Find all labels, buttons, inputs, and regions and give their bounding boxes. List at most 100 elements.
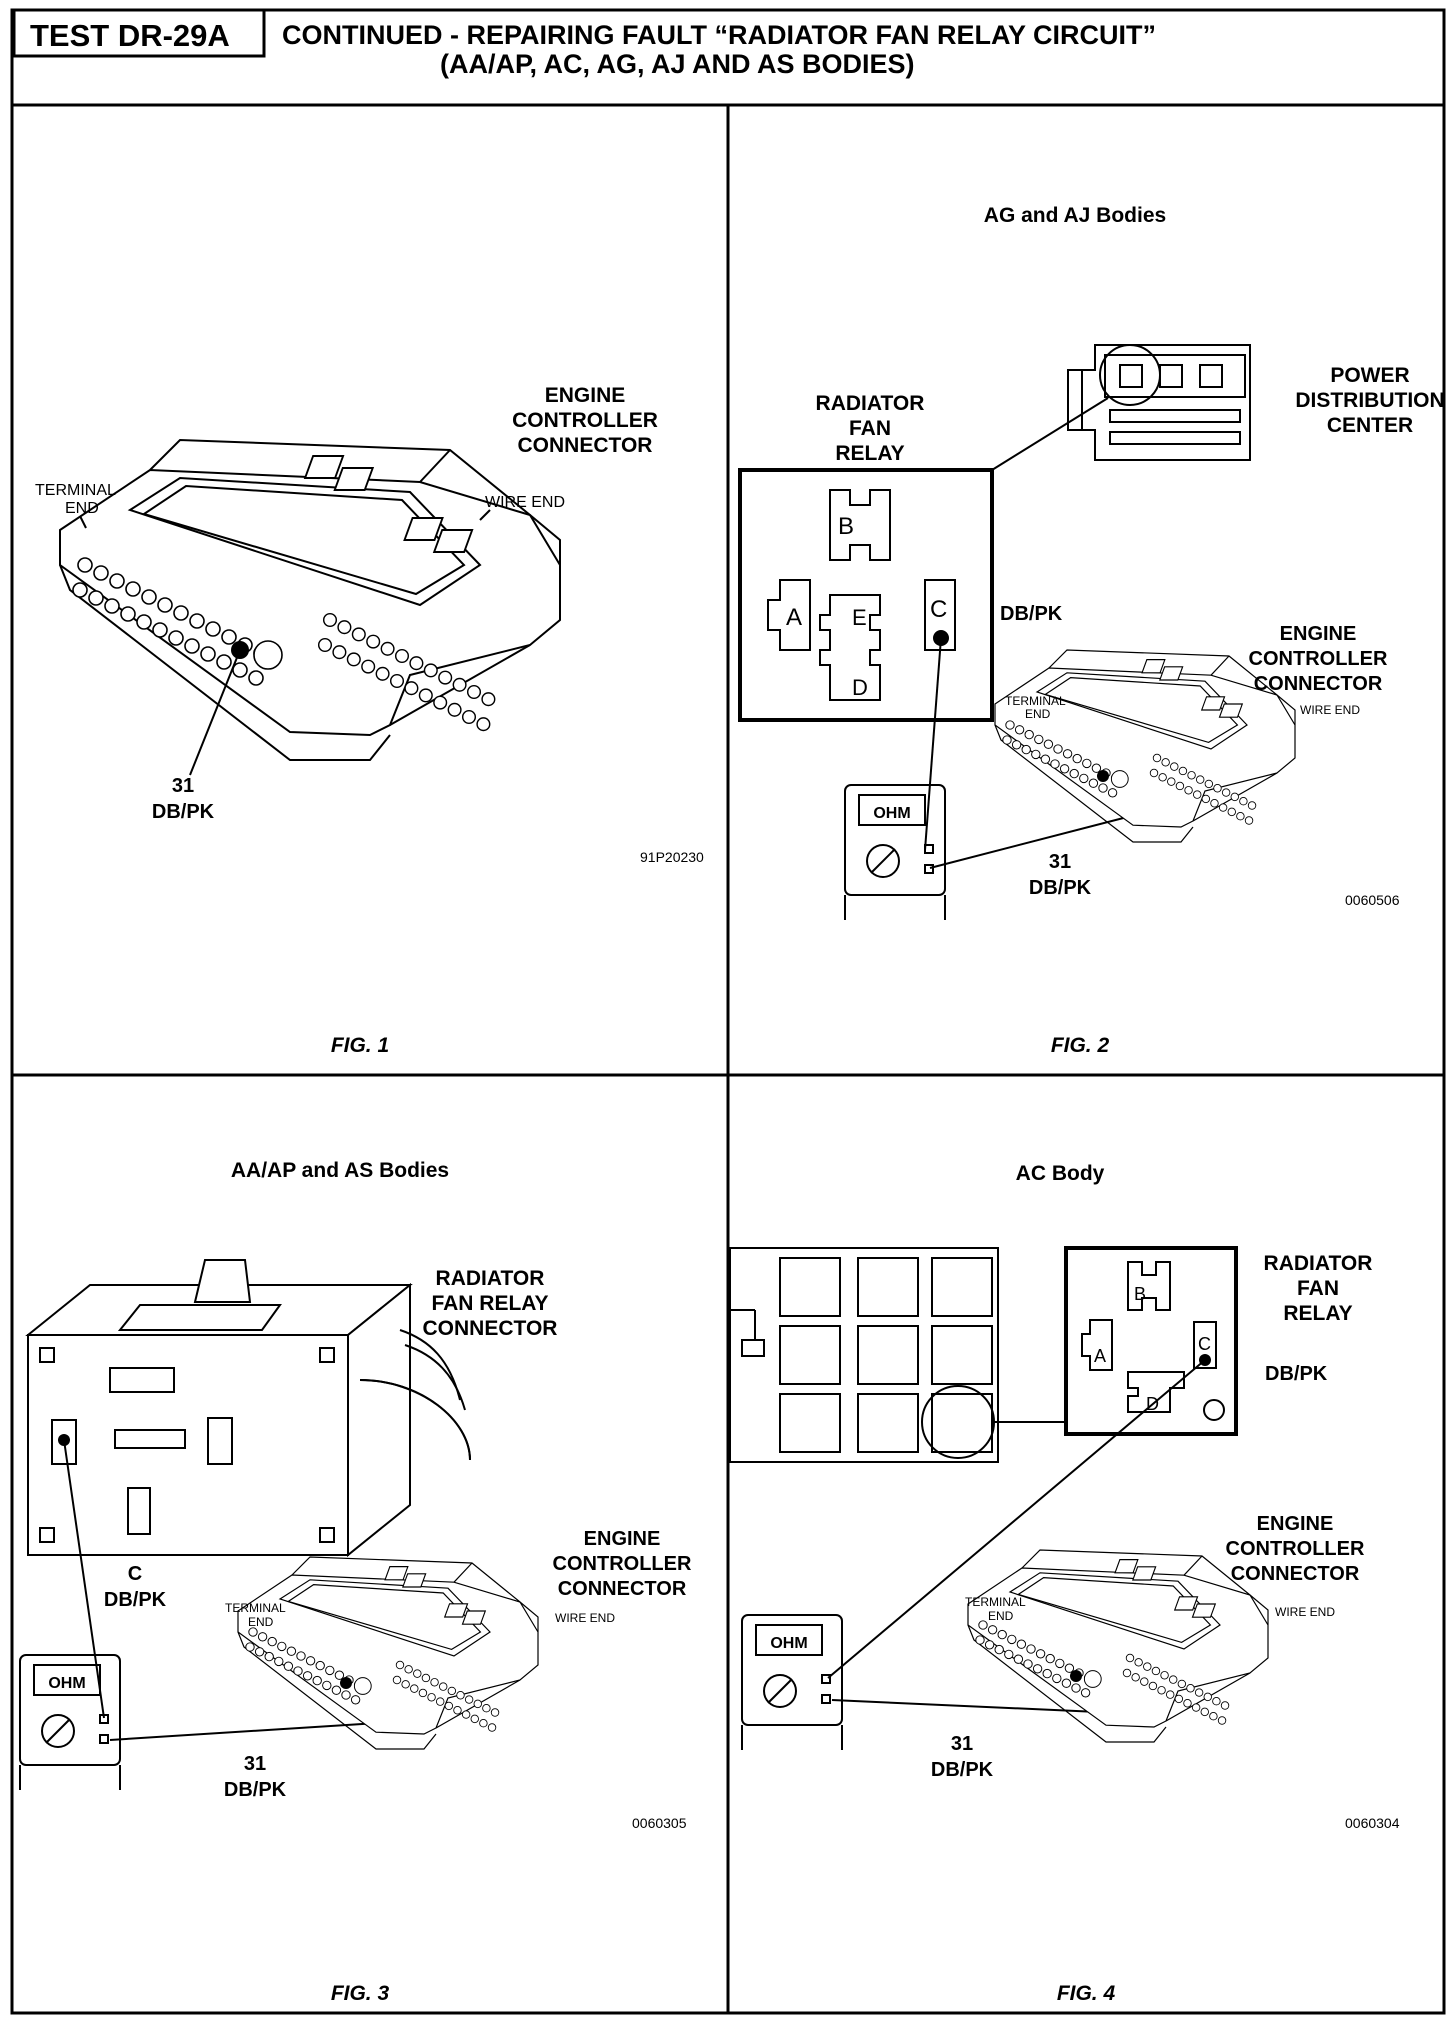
fig2-power-distribution-center <box>1067 344 1251 461</box>
svg-text:CONTROLLER: CONTROLLER <box>1226 1538 1365 1560</box>
svg-text:END: END <box>1025 707 1051 721</box>
fig4-relay-label: RADIATOR FAN RELAY <box>1264 1252 1373 1325</box>
svg-text:E: E <box>852 605 867 630</box>
svg-text:CONNECTOR: CONNECTOR <box>558 1578 687 1600</box>
fig3-test-lead-31 <box>109 1722 379 1741</box>
fig4-relay-terminal-view: B A C D <box>1064 1246 1238 1436</box>
fig3-pin-color: DB/PK <box>224 1779 287 1801</box>
fig4-meter-display: OHM <box>770 1635 807 1652</box>
fig1-caption: FIG. 1 <box>331 1034 389 1057</box>
fig2-wire-end-label: WIRE END <box>1300 703 1360 717</box>
fig3-wire-end-label: WIRE END <box>555 1611 615 1625</box>
fig1-connector-drawing <box>59 439 561 761</box>
svg-text:CONNECTOR: CONNECTOR <box>518 434 653 457</box>
fig4-ohmmeter: OHM <box>741 1614 843 1751</box>
svg-text:TERMINAL: TERMINAL <box>965 1595 1026 1609</box>
fig3-connector-drawing <box>237 1556 539 1750</box>
figure-2: AG and AJ Bodies POWER DISTRIBUTION CENT… <box>738 204 1445 1057</box>
fig2-caption: FIG. 2 <box>1051 1034 1110 1057</box>
svg-text:A: A <box>786 604 802 631</box>
svg-text:D: D <box>852 675 868 700</box>
svg-text:FAN: FAN <box>1297 1277 1339 1300</box>
svg-text:TERMINAL: TERMINAL <box>225 1601 286 1615</box>
svg-text:RADIATOR: RADIATOR <box>436 1267 545 1290</box>
fig3-relay-connector-drawing <box>25 1259 471 1558</box>
svg-text:END: END <box>248 1615 274 1629</box>
fig3-relay-connector-label: RADIATOR FAN RELAY CONNECTOR <box>423 1267 558 1340</box>
fig2-terminal-color: DB/PK <box>1000 603 1063 625</box>
fig2-connector-drawing <box>994 649 1296 843</box>
test-id-box <box>12 8 266 58</box>
fig2-title: AG and AJ Bodies <box>984 204 1166 227</box>
fig3-ohmmeter: OHM <box>19 1654 121 1791</box>
fig3-title: AA/AP and AS Bodies <box>231 1159 449 1182</box>
figure-4: AC Body B A C <box>729 1162 1400 2005</box>
test-id: TEST DR-29A <box>30 18 230 53</box>
fig4-terminal-end-label: TERMINAL END <box>965 1595 1026 1623</box>
svg-text:FAN: FAN <box>849 417 891 440</box>
figure-1: ENGINE CONTROLLER CONNECTOR TERMINAL END… <box>35 384 704 1057</box>
fig2-test-lead-c <box>924 637 942 851</box>
fig1-terminal-end-label: TERMINAL END <box>35 482 116 529</box>
fig4-pin-number: 31 <box>951 1733 973 1755</box>
svg-text:DISTRIBUTION: DISTRIBUTION <box>1295 389 1444 412</box>
fig4-title: AC Body <box>1016 1162 1105 1185</box>
svg-text:B: B <box>1134 1284 1146 1304</box>
fig2-relay-terminal-view: B A E D C <box>738 468 994 722</box>
fig3-drawing-id: 0060305 <box>632 1815 687 1831</box>
svg-text:RELAY: RELAY <box>835 442 904 465</box>
fig1-wire-end-label: WIRE END <box>485 494 565 511</box>
fig2-relay-label: RADIATOR FAN RELAY <box>816 392 925 465</box>
svg-text:RADIATOR: RADIATOR <box>1264 1252 1373 1275</box>
fig3-terminal-end-label: TERMINAL END <box>225 1601 286 1629</box>
fig4-pin-color: DB/PK <box>931 1759 994 1781</box>
fig3-cavity-label: C <box>128 1563 142 1585</box>
fig4-test-lead-31 <box>831 1699 1099 1713</box>
svg-text:B: B <box>838 513 854 540</box>
fig4-terminal-color: DB/PK <box>1265 1363 1328 1385</box>
svg-text:RELAY: RELAY <box>1283 1302 1352 1325</box>
fig3-test-lead-c <box>63 1439 105 1719</box>
header-title-line2: (AA/AP, AC, AG, AJ AND AS BODIES) <box>440 49 915 79</box>
fig2-pin-number: 31 <box>1049 851 1071 873</box>
fig4-caption: FIG. 4 <box>1057 1982 1116 2005</box>
fig2-test-lead-31 <box>929 814 1136 869</box>
svg-text:C: C <box>1198 1334 1211 1354</box>
svg-text:TERMINAL: TERMINAL <box>1005 694 1066 708</box>
svg-text:C: C <box>930 596 947 623</box>
svg-text:END: END <box>988 1609 1014 1623</box>
svg-text:CONTROLLER: CONTROLLER <box>553 1553 692 1575</box>
header-title-line1: CONTINUED - REPAIRING FAULT “RADIATOR FA… <box>282 20 1156 50</box>
svg-text:ENGINE: ENGINE <box>1257 1513 1334 1535</box>
fig3-caption: FIG. 3 <box>331 1982 390 2005</box>
figure-3: AA/AP and AS Bodies RADIATOR FAN RELAY <box>19 1159 692 2005</box>
fig3-pin-number: 31 <box>244 1753 266 1775</box>
fig1-drawing-id: 91P20230 <box>640 849 704 865</box>
svg-text:CONNECTOR: CONNECTOR <box>1254 673 1383 695</box>
fig1-pin-color: DB/PK <box>152 801 215 823</box>
fig1-pin-number: 31 <box>172 775 194 797</box>
fig4-wire-end-label: WIRE END <box>1275 1605 1335 1619</box>
fig4-connector-drawing <box>967 1549 1269 1743</box>
svg-text:FAN RELAY: FAN RELAY <box>431 1292 548 1315</box>
svg-text:CONNECTOR: CONNECTOR <box>1231 1563 1360 1585</box>
fig2-meter-display: OHM <box>873 805 910 822</box>
svg-text:CONTROLLER: CONTROLLER <box>1249 648 1388 670</box>
svg-text:END: END <box>65 500 99 517</box>
fig3-cavity-color: DB/PK <box>104 1589 167 1611</box>
fig1-connector-label: ENGINE CONTROLLER CONNECTOR <box>512 384 658 457</box>
svg-text:RADIATOR: RADIATOR <box>816 392 925 415</box>
fig2-drawing-id: 0060506 <box>1345 892 1400 908</box>
fig2-terminal-end-label: TERMINAL END <box>1005 694 1066 721</box>
fig2-connector-label: ENGINE CONTROLLER CONNECTOR <box>1249 623 1388 695</box>
fig2-pin-color: DB/PK <box>1029 877 1092 899</box>
svg-text:POWER: POWER <box>1330 364 1409 387</box>
header: TEST DR-29A CONTINUED - REPAIRING FAULT … <box>12 8 1156 79</box>
svg-text:ENGINE: ENGINE <box>545 384 626 407</box>
fig3-connector-label: ENGINE CONTROLLER CONNECTOR <box>553 1528 692 1600</box>
svg-text:TERMINAL: TERMINAL <box>35 482 116 499</box>
svg-text:A: A <box>1094 1346 1106 1366</box>
svg-text:CONTROLLER: CONTROLLER <box>512 409 658 432</box>
svg-text:ENGINE: ENGINE <box>584 1528 661 1550</box>
